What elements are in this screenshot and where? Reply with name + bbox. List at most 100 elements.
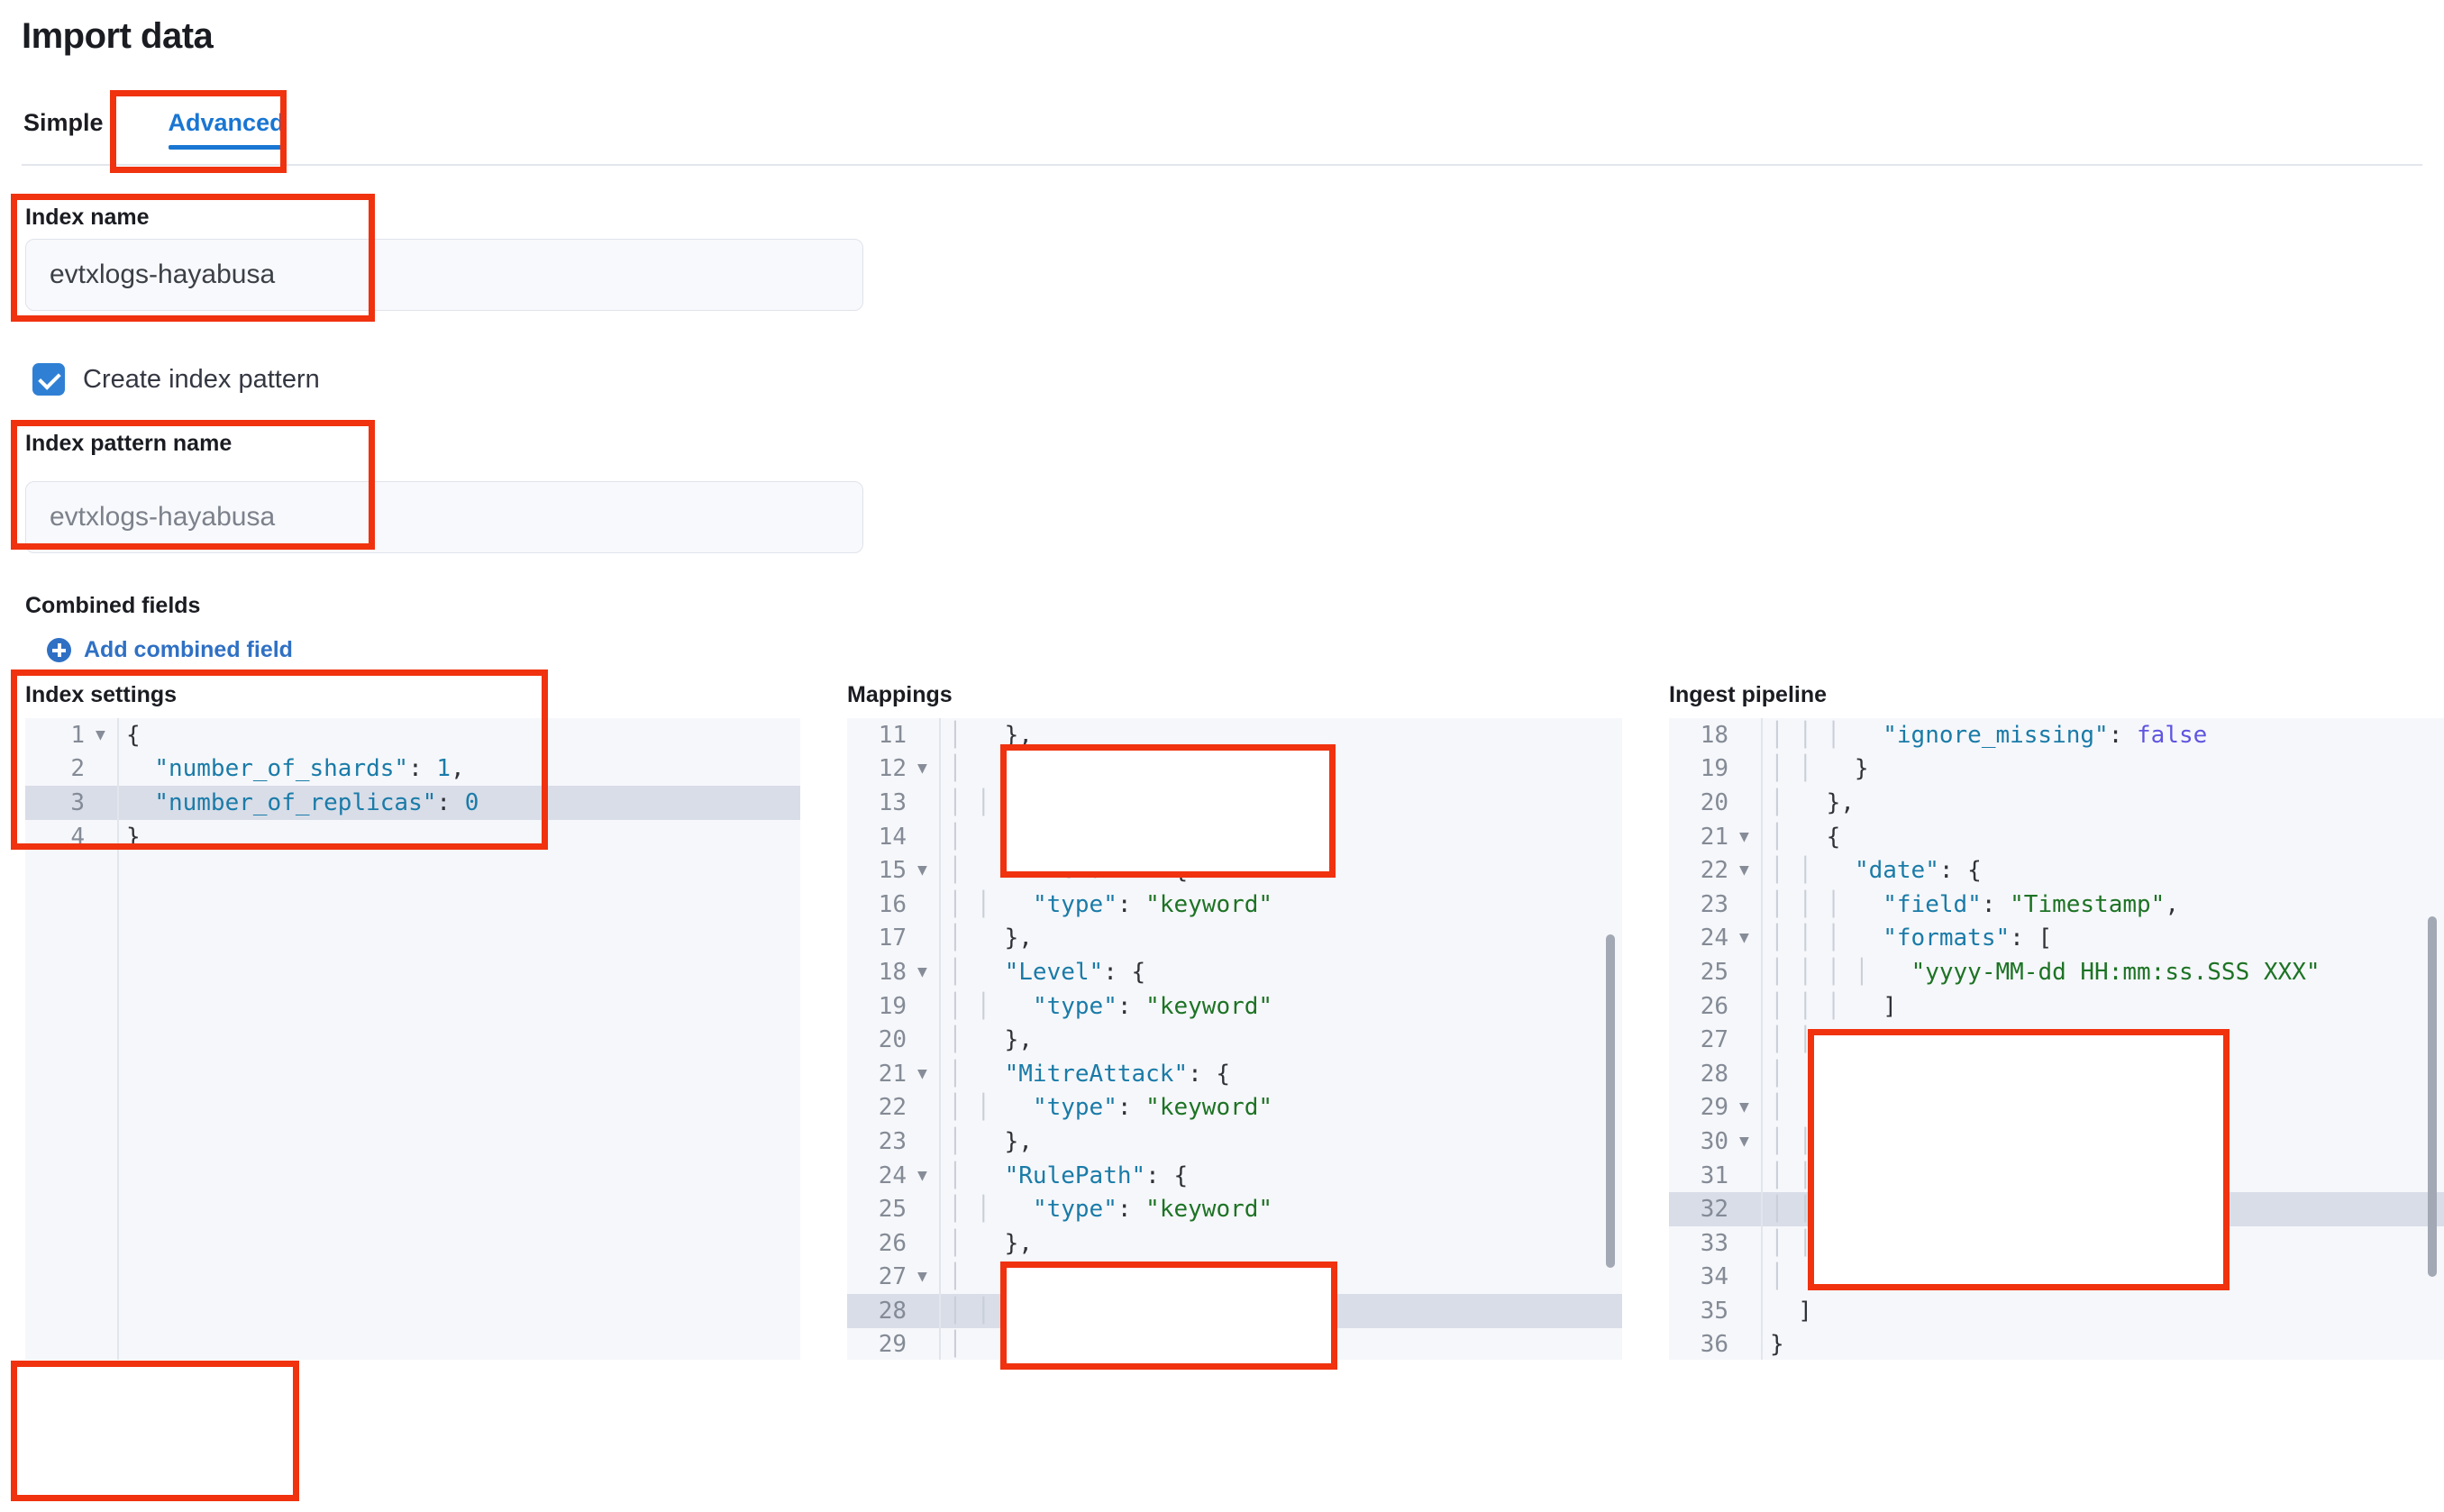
line-number: 17 — [847, 925, 916, 952]
code-text: │ │ } — [1770, 1229, 1869, 1257]
code-text: │ │ │ "field": "Timestamp", — [1770, 890, 2179, 918]
line-number: 24 — [1669, 925, 1737, 952]
line-number: 23 — [847, 1127, 916, 1155]
code-text: │ "MitreAttack": { — [948, 1060, 1231, 1088]
fold-triangle-icon[interactable]: ▼ — [1739, 1098, 1749, 1117]
code-text: } — [126, 823, 141, 851]
index-pattern-name-input[interactable]: evtxlogs-hayabusa — [25, 481, 863, 553]
line-number: 21 — [1669, 823, 1737, 851]
line-number: 32 — [1669, 1196, 1737, 1224]
line-number: 27 — [847, 1263, 916, 1291]
code-text: │ }, — [948, 823, 1033, 851]
create-index-pattern-label: Create index pattern — [83, 364, 320, 394]
line-number: 25 — [1669, 958, 1737, 986]
fold-triangle-icon[interactable]: ▼ — [1739, 826, 1749, 846]
code-line: 22│ │ "type": "keyword" — [847, 1091, 1622, 1125]
line-number: 18 — [1669, 721, 1737, 749]
fold-triangle-icon[interactable]: ▼ — [1739, 1131, 1749, 1151]
line-number: 13 — [847, 788, 916, 816]
code-line: 32│ │ │ "field": "Timestamp" — [1669, 1192, 2444, 1226]
import-button[interactable]: Import — [32, 1398, 276, 1479]
line-number: 15 — [847, 857, 916, 885]
fold-triangle-icon[interactable]: ▼ — [917, 1165, 927, 1185]
ingest-pipeline-label: Ingest pipeline — [1669, 682, 1828, 707]
line-number: 18 — [847, 958, 916, 986]
line-number: 24 — [847, 1161, 916, 1189]
code-text: │ "EventID": { — [948, 755, 1174, 783]
index-settings-editor[interactable]: 1▼{2 "number_of_shards": 1,3 "number_of_… — [25, 718, 800, 1360]
fold-triangle-icon[interactable]: ▼ — [917, 759, 927, 779]
code-text: "number_of_replicas": 0 — [154, 788, 479, 816]
line-number: 12 — [847, 755, 916, 783]
code-text: │ }, — [948, 1229, 1033, 1257]
code-text: { — [126, 721, 141, 749]
code-line: 19│ │ "type": "keyword" — [847, 989, 1622, 1024]
mappings-scrollbar[interactable] — [1606, 934, 1615, 1268]
code-line: 17 │ }, — [847, 922, 1622, 956]
fold-triangle-icon[interactable]: ▼ — [1739, 928, 1749, 948]
code-line: 30▼│ │ "remove": { — [1669, 1125, 2444, 1159]
fold-triangle-icon[interactable]: ▼ — [96, 724, 105, 744]
code-line: 21▼│ { — [1669, 820, 2444, 854]
code-text: │ │ } — [1770, 1026, 1869, 1054]
line-number: 35 — [1669, 1297, 1737, 1325]
line-number: 19 — [847, 992, 916, 1020]
code-text: │ │ "type": "keyword" — [948, 1094, 1273, 1122]
fold-triangle-icon[interactable]: ▼ — [917, 961, 927, 981]
code-line: 23 │ │ │ "field": "Timestamp", — [1669, 888, 2444, 922]
line-number: 29 — [847, 1331, 916, 1359]
code-line: 1▼{ — [25, 718, 800, 752]
line-number: 23 — [1669, 890, 1737, 918]
line-number: 21 — [847, 1060, 916, 1088]
mappings-label: Mappings — [847, 682, 953, 707]
code-line: 29 │ }, — [847, 1328, 1622, 1360]
checkbox-checked-icon[interactable] — [32, 363, 65, 396]
mappings-editor[interactable]: 11│ },12▼│ "EventID": {13│ │ "type": "ke… — [847, 718, 1622, 1360]
fold-triangle-icon[interactable]: ▼ — [917, 1063, 927, 1083]
code-line: 22▼ │ │ "date": { — [1669, 853, 2444, 888]
code-line: 2 "number_of_shards": 1, — [25, 752, 800, 787]
code-line: 19│ │ } — [1669, 752, 2444, 787]
code-text: │ "RulePath": { — [948, 1161, 1189, 1189]
line-number: 20 — [847, 1026, 916, 1054]
code-text: │ }, — [948, 925, 1033, 952]
code-line: 33│ │ } — [1669, 1226, 2444, 1261]
tab-advanced[interactable]: Advanced — [134, 111, 319, 150]
tab-divider — [22, 164, 2422, 166]
code-text: │ │ } — [1770, 755, 1869, 783]
code-line: 25 │ │ │ │ "yyyy-MM-dd HH:mm:ss.SSS XXX" — [1669, 955, 2444, 989]
code-line: 20│ }, — [1669, 786, 2444, 820]
line-number: 4 — [25, 823, 94, 851]
add-combined-field-button[interactable]: Add combined field — [47, 637, 293, 663]
create-index-pattern-checkbox-row[interactable]: Create index pattern — [32, 363, 320, 396]
code-text: │ }, — [1770, 788, 1855, 816]
code-text: │ }, — [948, 1026, 1033, 1054]
code-text: │ │ "date": { — [1770, 857, 1982, 885]
code-text: │ } — [1770, 1263, 1841, 1291]
code-text: │ │ │ ] — [1770, 992, 1897, 1020]
combined-fields-label: Combined fields — [25, 593, 201, 618]
code-text: "number_of_shards": 1, — [154, 755, 465, 783]
code-line: 12▼ │ "EventID": { — [847, 752, 1622, 787]
code-text: │ │ "remove": { — [1770, 1127, 2011, 1155]
code-line: 14│ }, — [847, 820, 1622, 854]
tab-simple[interactable]: Simple — [23, 109, 104, 136]
fold-triangle-icon[interactable]: ▼ — [917, 861, 927, 880]
line-number: 25 — [847, 1196, 916, 1224]
code-line: 25│ │ "type": "keyword" — [847, 1192, 1622, 1226]
code-line: 4} — [25, 820, 800, 854]
line-number: 22 — [1669, 857, 1737, 885]
code-text: │ }, — [948, 1331, 1033, 1359]
fold-triangle-icon[interactable]: ▼ — [1739, 861, 1749, 880]
code-text: │ │ │ │ "yyyy-MM-dd HH:mm:ss.SSS XXX" — [1770, 958, 2321, 986]
code-line: 29▼│ { — [1669, 1091, 2444, 1125]
code-text: │ │ │ "formats": [ — [1770, 925, 2053, 952]
ingest-pipeline-scrollbar[interactable] — [2428, 916, 2437, 1277]
code-text: │ }, — [948, 721, 1033, 749]
code-text: ] — [1770, 1297, 1812, 1325]
code-line: 26│ }, — [847, 1226, 1622, 1261]
line-number: 11 — [847, 721, 916, 749]
index-name-input[interactable]: evtxlogs-hayabusa — [25, 239, 863, 311]
fold-triangle-icon[interactable]: ▼ — [917, 1267, 927, 1287]
